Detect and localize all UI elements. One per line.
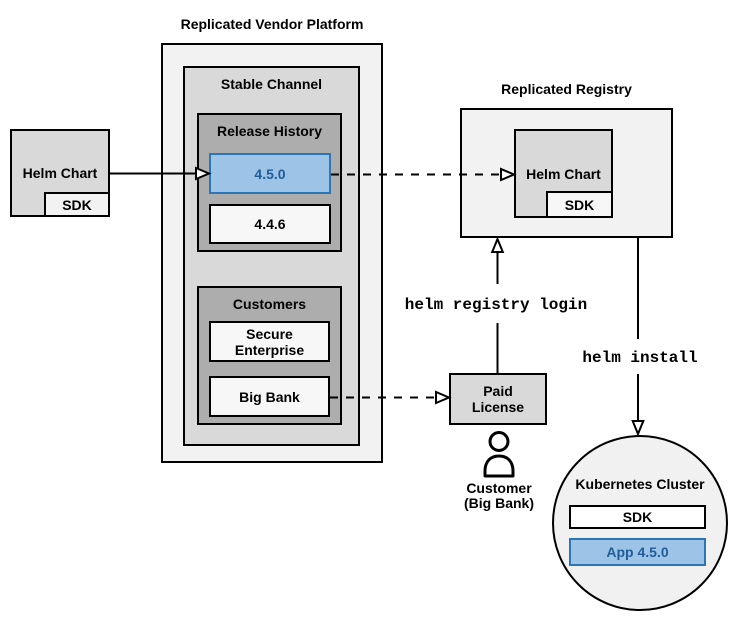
- customer-person-icon: [483, 431, 515, 478]
- release-history-label: Release History: [216, 123, 323, 139]
- registry-sdk-box: SDK: [546, 191, 613, 218]
- customers-label: Customers: [232, 296, 307, 312]
- kubernetes-cluster-circle: Kubernetes Cluster SDK App 4.5.0: [552, 435, 728, 611]
- arrow-registry-to-cluster: [631, 238, 645, 437]
- helm-chart-source-sdk-box: SDK: [44, 192, 110, 217]
- registry-title: Replicated Registry: [501, 81, 632, 97]
- helm-chart-source-sdk-label: SDK: [62, 196, 92, 213]
- customer-caption: Customer (Big Bank): [464, 480, 534, 511]
- kubernetes-cluster-label: Kubernetes Cluster: [575, 476, 705, 492]
- stable-channel-label: Stable Channel: [220, 76, 323, 92]
- cluster-sdk-box: SDK: [569, 505, 706, 529]
- helm-chart-source-box: Helm Chart SDK: [10, 129, 110, 217]
- customers-box: Customers Secure Enterprise Big Bank: [197, 286, 342, 425]
- release-4-5-0-box: 4.5.0: [209, 153, 331, 194]
- customer-big-bank-box: Big Bank: [209, 376, 330, 417]
- paid-license-box: Paid License: [449, 373, 547, 425]
- release-history-box: Release History 4.5.0 4.4.6: [197, 113, 342, 252]
- vendor-platform-title: Replicated Vendor Platform: [180, 16, 364, 32]
- registry-sdk-label: SDK: [564, 196, 595, 213]
- release-4-5-0-label: 4.5.0: [254, 165, 286, 182]
- cluster-app-box: App 4.5.0: [569, 538, 706, 566]
- release-4-4-6-label: 4.4.6: [254, 216, 286, 232]
- registry-helm-chart-box: Helm Chart SDK: [514, 129, 613, 218]
- paid-license-label: Paid License: [471, 383, 525, 415]
- cluster-app-label: App 4.5.0: [606, 544, 669, 560]
- customer-secure-enterprise-box: Secure Enterprise: [209, 321, 330, 362]
- helm-install-command: helm install: [582, 349, 698, 367]
- helm-chart-source-label: Helm Chart: [22, 165, 98, 181]
- customer-secure-enterprise-label: Secure Enterprise: [234, 325, 305, 358]
- registry-helm-chart-label: Helm Chart: [526, 165, 601, 182]
- cluster-sdk-label: SDK: [622, 509, 653, 525]
- vendor-platform-box: Stable Channel Release History 4.5.0 4.4…: [161, 43, 383, 463]
- release-4-4-6-box: 4.4.6: [209, 204, 331, 244]
- customer-big-bank-label: Big Bank: [239, 388, 300, 405]
- helm-registry-login-command: helm registry login: [404, 296, 588, 314]
- registry-box: Helm Chart SDK: [460, 108, 673, 238]
- stable-channel-box: Stable Channel Release History 4.5.0 4.4…: [183, 66, 360, 446]
